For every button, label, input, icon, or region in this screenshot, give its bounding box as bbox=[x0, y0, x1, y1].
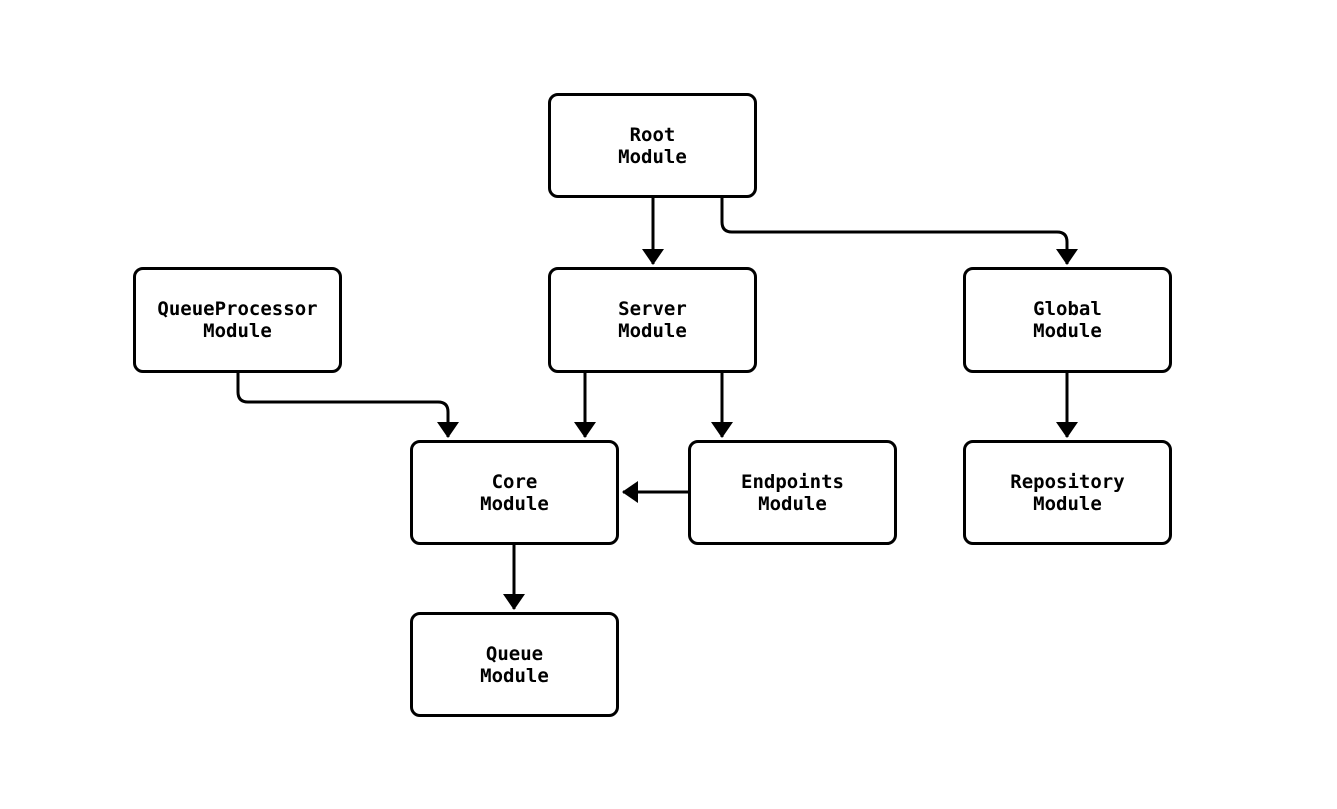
node-label-line: Server bbox=[618, 298, 687, 320]
node-label-line: Core bbox=[491, 470, 538, 493]
node-label-line: Module bbox=[480, 492, 549, 515]
node-label-line: Root bbox=[629, 123, 676, 146]
node-label-line: Module bbox=[203, 320, 272, 342]
node-label-line: Module bbox=[1033, 320, 1102, 342]
node-label-line: Module bbox=[618, 145, 687, 168]
edge-root-to-global bbox=[720, 198, 1078, 265]
node-label-line: Module bbox=[758, 492, 827, 515]
node-label-line: Endpoints bbox=[741, 470, 844, 493]
node-label-line: Module bbox=[480, 664, 549, 687]
edge-queueprocessor-to-core bbox=[236, 373, 459, 438]
node-label-line: Repository bbox=[1010, 470, 1125, 493]
node-label-line: Module bbox=[618, 320, 687, 342]
node-label-line: QueueProcessor bbox=[157, 298, 318, 320]
node-label-line: Global bbox=[1033, 298, 1102, 320]
node-label-line: Module bbox=[1033, 492, 1102, 515]
node-label-line: Queue bbox=[485, 642, 544, 665]
